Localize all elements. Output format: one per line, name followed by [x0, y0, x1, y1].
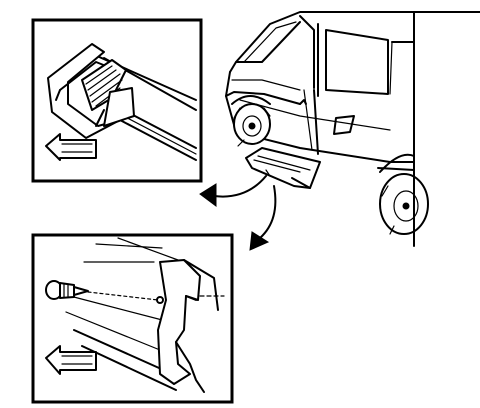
direction-arrow-icon [45, 345, 97, 375]
curved-pointer-arrow-icon [249, 185, 277, 251]
curved-pointer-arrow-icon [199, 175, 267, 207]
hatch-pattern [85, 65, 123, 107]
rocker-panel-section [65, 237, 225, 393]
direction-arrow-icon [45, 133, 97, 161]
running-board [245, 147, 321, 189]
van-illustration [225, 11, 480, 247]
screw-fastener-icon [45, 280, 89, 300]
front-wheel [231, 95, 271, 147]
bottom-inset-frame [31, 233, 234, 404]
step-board-end-closeup [47, 43, 197, 161]
top-inset-panel [31, 18, 203, 183]
rear-wheel [379, 153, 429, 235]
bottom-inset-panel [31, 233, 234, 404]
